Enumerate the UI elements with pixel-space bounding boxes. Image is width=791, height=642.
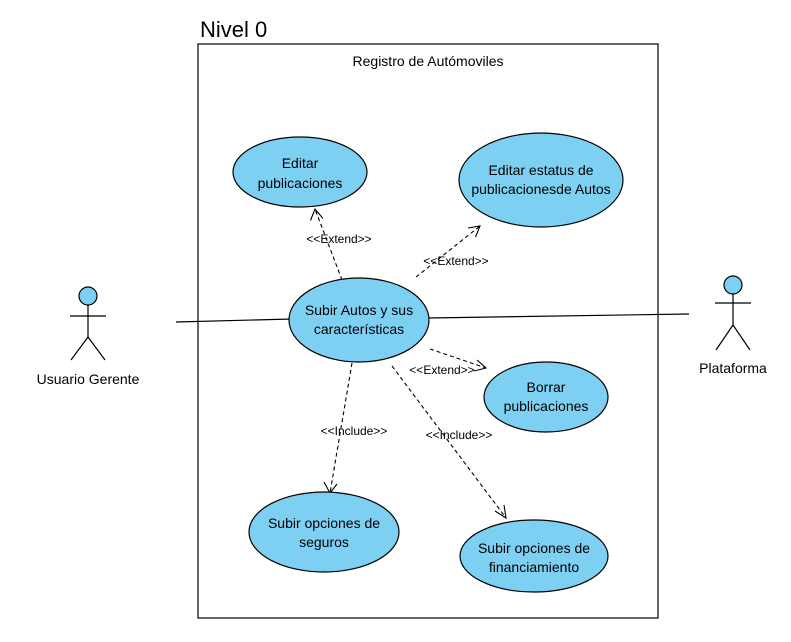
relation-extend-editar [309, 207, 343, 281]
relation-label: <<Include>> [426, 428, 493, 442]
svg-text:características: características [314, 321, 404, 337]
svg-text:Borrar: Borrar [527, 379, 566, 395]
use-case-seguros: Subir opciones de seguros [248, 491, 400, 573]
use-case-estatus: Editar estatus de publicacionesde Autos [458, 132, 624, 228]
association-plataforma [427, 313, 690, 319]
actor-gerente: Usuario Gerente [37, 286, 140, 387]
svg-text:publicaciones: publicaciones [258, 175, 343, 191]
relation-label: <<Include>> [321, 424, 388, 438]
relation-extend-borrar [429, 348, 488, 372]
svg-text:financiamiento: financiamiento [489, 559, 579, 575]
svg-text:Editar: Editar [282, 155, 319, 171]
system-label: Registro de Autómoviles [353, 53, 504, 69]
actor-head-icon [723, 275, 743, 295]
svg-text:publicacionesde Autos: publicacionesde Autos [471, 181, 610, 197]
actor-plataforma: Plataforma [699, 275, 767, 376]
svg-text:Subir Autos y sus: Subir Autos y sus [305, 302, 413, 318]
actor-label: Plataforma [699, 360, 767, 376]
actor-head-icon [78, 286, 98, 306]
diagram-title: Nivel 0 [200, 17, 267, 42]
relation-label: <<Extend>> [423, 254, 488, 268]
svg-text:seguros: seguros [299, 534, 349, 550]
use-case-borrar: Borrar publicaciones [483, 361, 609, 433]
svg-text:Editar estatus de: Editar estatus de [488, 162, 593, 178]
svg-text:publicaciones: publicaciones [504, 398, 589, 414]
svg-text:Subir opciones de: Subir opciones de [478, 540, 590, 556]
use-case-financ: Subir opciones de financiamiento [459, 519, 609, 593]
use-case-subir: Subir Autos y sus características [288, 277, 430, 363]
use-case-editar: Editar publicaciones [232, 136, 368, 208]
relation-extend-estatus [415, 225, 481, 278]
system-boundary [197, 43, 659, 619]
svg-text:Subir opciones de: Subir opciones de [268, 515, 380, 531]
relation-include-financ [391, 365, 507, 520]
relation-label: <<Extend>> [306, 232, 371, 246]
actor-label: Usuario Gerente [37, 371, 140, 387]
relation-label: <<Extend>> [409, 363, 474, 377]
association-gerente [175, 318, 293, 323]
